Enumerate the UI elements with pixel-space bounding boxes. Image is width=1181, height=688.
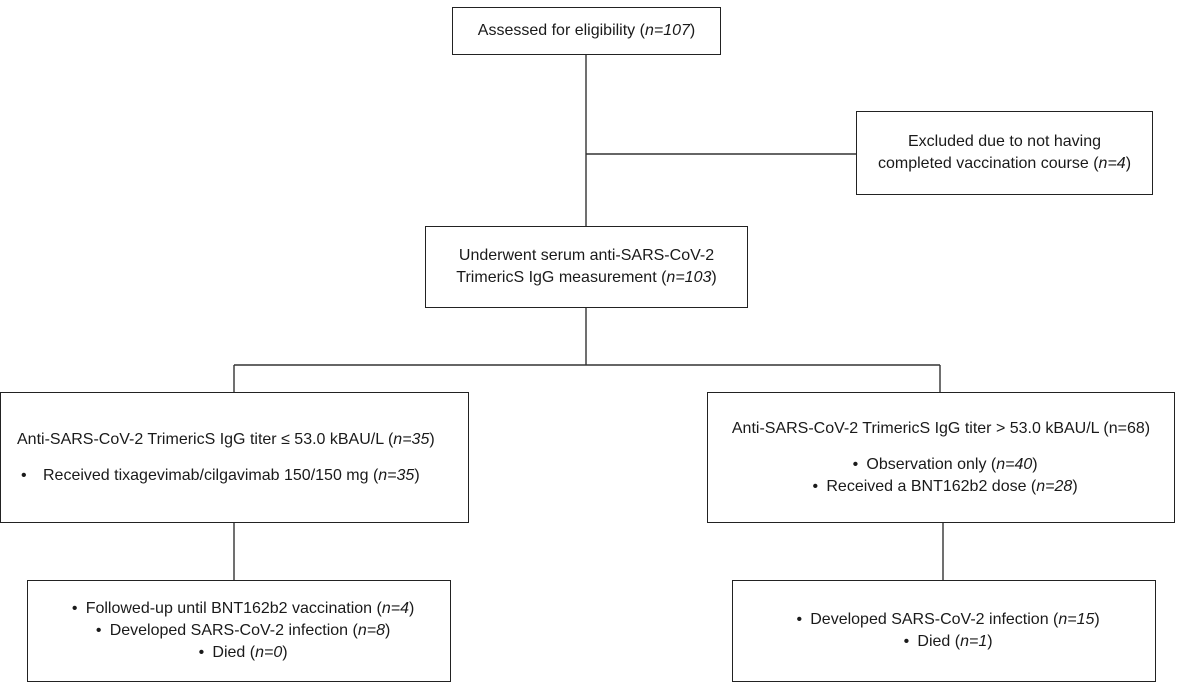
bullet-icon: • bbox=[796, 611, 803, 628]
underwent-box: Underwent serum anti-SARS-CoV-2 Trimeric… bbox=[425, 226, 748, 308]
underwent-line-2: TrimericS IgG measurement (n=103) bbox=[456, 269, 717, 286]
left-group-box: Anti-SARS-CoV-2 TrimericS IgG titer ≤ 53… bbox=[0, 392, 469, 523]
right-group-title: Anti-SARS-CoV-2 TrimericS IgG titer > 53… bbox=[731, 419, 1151, 437]
excluded-line-1: Excluded due to not having bbox=[907, 133, 1102, 150]
right-group-box: Anti-SARS-CoV-2 TrimericS IgG titer > 53… bbox=[707, 392, 1175, 523]
excluded-box: Excluded due to not having completed vac… bbox=[856, 111, 1153, 195]
left-group-item: •Received tixagevimab/cilgavimab 150/150… bbox=[17, 465, 468, 487]
right-group-item-1: •Observation only (n=40) bbox=[844, 454, 1038, 476]
bullet-icon: • bbox=[198, 644, 205, 661]
bullet-icon: • bbox=[903, 633, 910, 650]
underwent-line-1: Underwent serum anti-SARS-CoV-2 bbox=[458, 247, 715, 264]
left-outcome-box: •Followed-up until BNT162b2 vaccination … bbox=[27, 580, 451, 682]
left-outcome-item-3: •Died (n=0) bbox=[190, 642, 288, 664]
right-outcome-item-1: •Developed SARS-CoV-2 infection (n=15) bbox=[788, 609, 1099, 631]
excluded-line-2: completed vaccination course (n=4) bbox=[877, 155, 1132, 172]
bullet-icon: • bbox=[71, 600, 78, 617]
left-outcome-item-2: •Developed SARS-CoV-2 infection (n=8) bbox=[88, 620, 390, 642]
right-outcome-box: •Developed SARS-CoV-2 infection (n=15) •… bbox=[732, 580, 1156, 682]
right-group-item-2: •Received a BNT162b2 dose (n=28) bbox=[804, 476, 1078, 498]
bullet-icon: • bbox=[852, 455, 859, 473]
bullet-icon: • bbox=[812, 477, 819, 495]
left-group-title: Anti-SARS-CoV-2 TrimericS IgG titer ≤ 53… bbox=[17, 430, 435, 448]
bullet-icon: • bbox=[95, 622, 102, 639]
assessed-label: Assessed for eligibility (n=107) bbox=[477, 22, 696, 39]
assessed-box: Assessed for eligibility (n=107) bbox=[452, 7, 721, 55]
left-outcome-item-1: •Followed-up until BNT162b2 vaccination … bbox=[64, 598, 414, 620]
bullet-icon: • bbox=[21, 466, 27, 484]
right-outcome-item-2: •Died (n=1) bbox=[895, 631, 993, 653]
